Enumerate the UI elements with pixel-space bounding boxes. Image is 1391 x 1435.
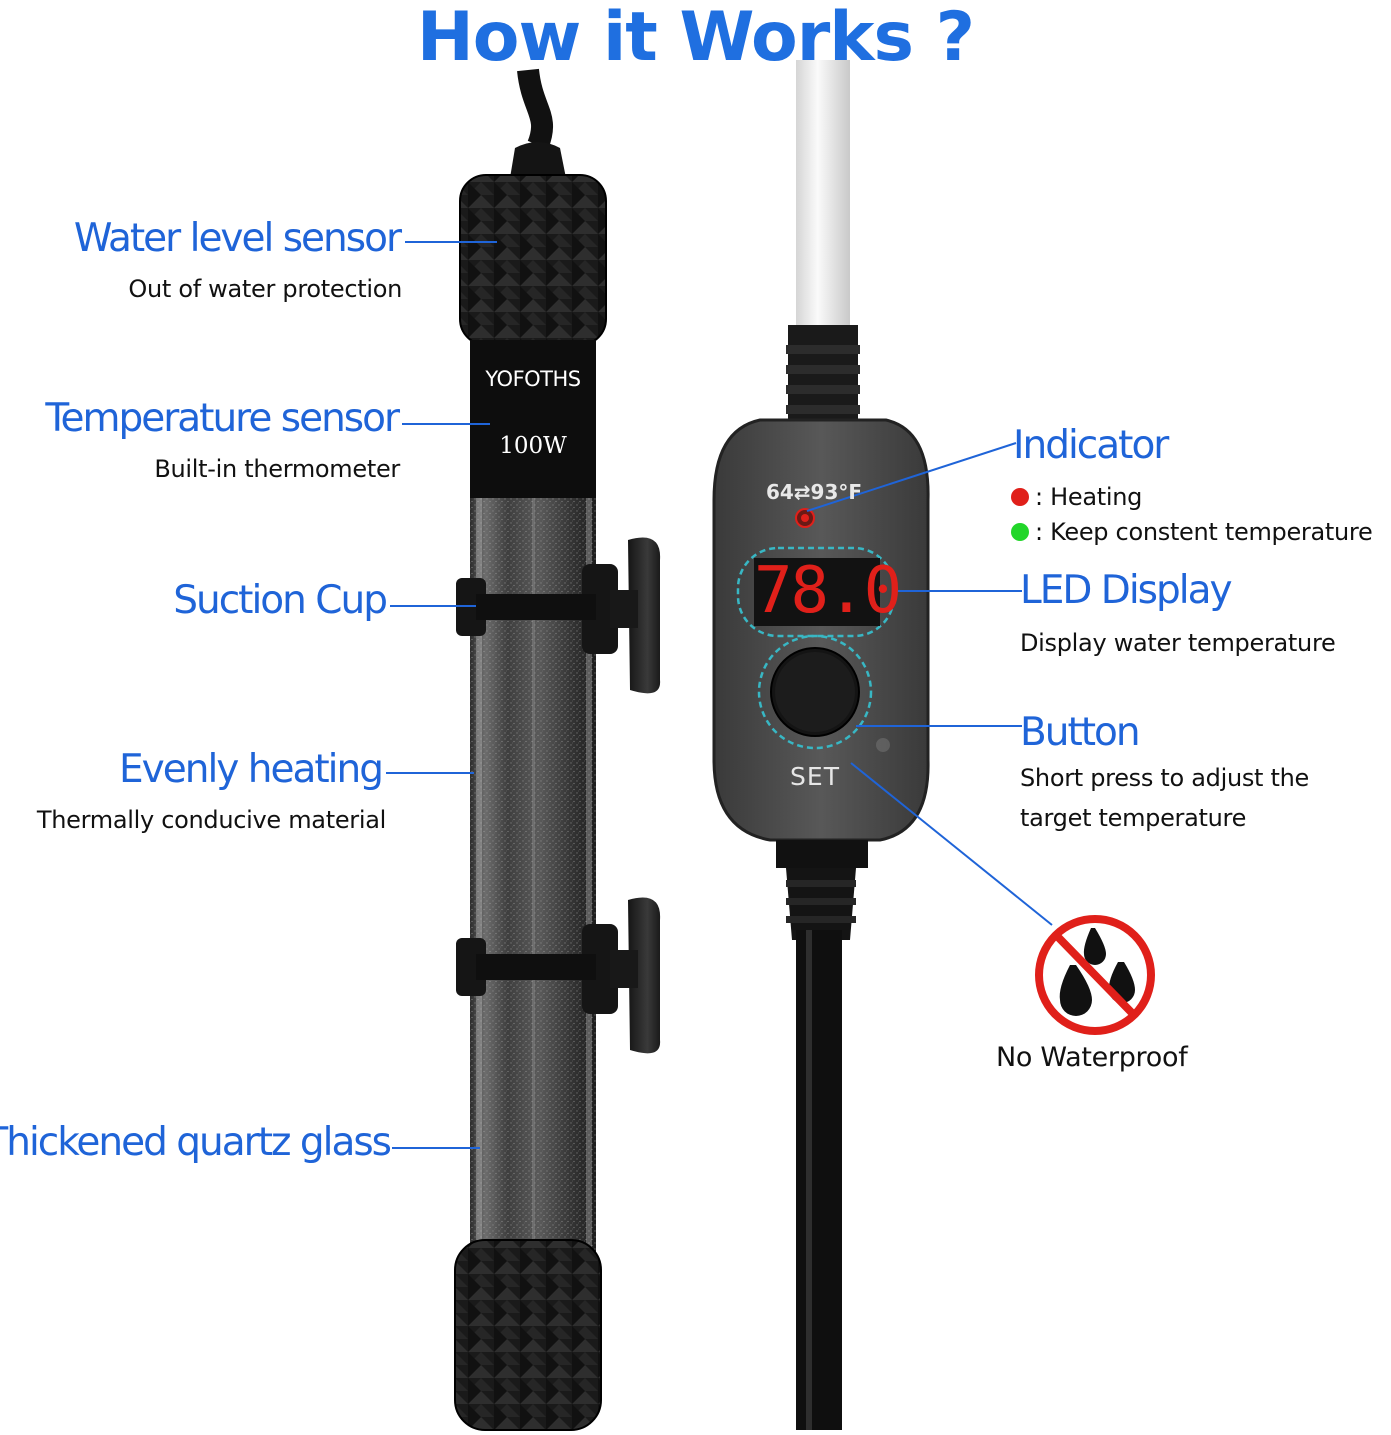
red-dot-icon xyxy=(1011,488,1029,506)
callout-lines xyxy=(386,241,1053,1149)
feature-label-indicator: Indicator xyxy=(1013,423,1169,468)
brand-label: YOFOTHS xyxy=(485,367,581,391)
heater-cable xyxy=(517,68,553,150)
set-button-label: SET xyxy=(790,762,840,791)
feature-label-temperature-sensor: Temperature sensor xyxy=(45,396,400,441)
led-display-window xyxy=(736,546,896,638)
controller-body xyxy=(714,420,929,840)
feature-label-evenly-heating: Evenly heating xyxy=(119,747,384,792)
bottom-cap xyxy=(455,1240,601,1430)
page-title: How it Works ? xyxy=(416,0,975,77)
feature-sub-temperature-sensor: Built-in thermometer xyxy=(154,455,400,483)
feature-sub-button-line1: Short press to adjust the xyxy=(1020,764,1309,792)
indicator-legend-heating-text: : Heating xyxy=(1035,483,1143,511)
wattage-label: 100W xyxy=(499,433,567,459)
feature-sub-water-level-sensor: Out of water protection xyxy=(128,275,402,303)
suction-cup-lower xyxy=(456,897,661,1054)
feature-label-water-level-sensor: Water level sensor xyxy=(73,216,402,261)
water-level-sensor-cap xyxy=(460,175,606,345)
controller-power-cable xyxy=(796,60,850,340)
indicator-legend-constant-text: : Keep constent temperature xyxy=(1035,518,1373,546)
no-waterproof-icon xyxy=(1035,915,1155,1035)
range-label: 64⇄93°F xyxy=(765,480,863,504)
feature-sub-led-display: Display water temperature xyxy=(1020,629,1336,657)
indicator-legend-constant: : Keep constent temperature xyxy=(1011,517,1373,547)
feature-label-button: Button xyxy=(1020,710,1141,755)
indicator-legend-heating: : Heating xyxy=(1011,482,1142,512)
feature-label-quartz-glass: Thickened quartz glass xyxy=(0,1120,392,1165)
feature-sub-evenly-heating: Thermally conducive material xyxy=(36,806,386,834)
feature-sub-button-line2: target temperature xyxy=(1020,804,1247,832)
green-dot-icon xyxy=(1011,523,1029,541)
feature-label-suction-cup: Suction Cup xyxy=(173,578,388,623)
no-waterproof-label: No Waterproof xyxy=(996,1042,1188,1073)
controller-black-cable xyxy=(796,930,842,1430)
heater-collar xyxy=(470,340,596,500)
feature-label-led-display: LED Display xyxy=(1020,568,1233,613)
led-display-value: 78.0 xyxy=(754,554,902,628)
